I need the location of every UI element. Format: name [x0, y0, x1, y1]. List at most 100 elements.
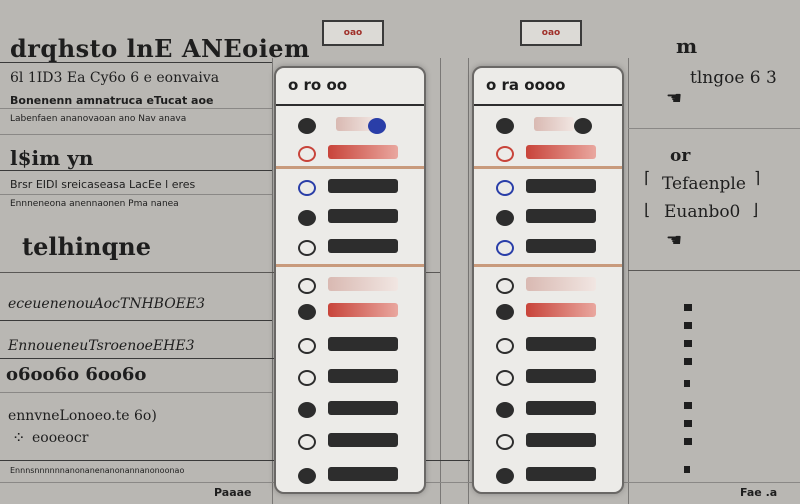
rack-row[interactable]	[474, 362, 622, 390]
bracket-icon: ⌋	[752, 200, 759, 219]
tick-mark	[684, 322, 692, 329]
slider-bar	[336, 117, 376, 131]
text-line: Bonenenn amnatruca eTucat aoe	[10, 94, 214, 107]
knob-icon	[496, 304, 514, 320]
guide-line	[628, 58, 629, 504]
slider-bar	[328, 467, 398, 481]
rack-row[interactable]	[474, 138, 622, 166]
rack-row[interactable]	[474, 232, 622, 260]
divider	[0, 392, 272, 393]
connector-line	[0, 272, 440, 273]
divider	[628, 128, 800, 129]
text-line: 6l 1ID3 Ea Cy6o 6 e eonvaiva	[10, 70, 220, 86]
hand-icon: ☚	[666, 88, 683, 109]
guide-line	[468, 58, 469, 504]
rack-row[interactable]	[276, 394, 424, 422]
knob-icon	[298, 370, 316, 386]
knob-icon	[496, 210, 514, 226]
rack-row[interactable]	[276, 270, 424, 298]
row-divider	[474, 264, 622, 267]
diagram-title: drqhsto lnE ANEoiem	[10, 34, 310, 63]
callout-label: Euanbo0	[664, 202, 741, 222]
dot-icon	[368, 118, 386, 134]
divider	[0, 62, 272, 63]
rack-row[interactable]	[474, 426, 622, 454]
tick-mark	[684, 420, 692, 427]
tick-mark	[684, 380, 690, 387]
rack-row[interactable]	[474, 296, 622, 324]
rack-panel-left: o ro oo	[274, 66, 426, 494]
text-line: eooeocr	[32, 430, 89, 446]
rack-row[interactable]	[276, 330, 424, 358]
rack-row[interactable]	[276, 202, 424, 230]
row-divider	[276, 166, 424, 169]
slider-bar	[526, 179, 596, 193]
bracket-icon: ⌈	[644, 168, 651, 187]
rack-row[interactable]	[474, 110, 622, 138]
rack-row[interactable]	[474, 172, 622, 200]
knob-icon	[496, 402, 514, 418]
slider-bar	[328, 145, 398, 159]
divider	[0, 194, 272, 195]
rack-row[interactable]	[276, 460, 424, 488]
rack-row[interactable]	[276, 426, 424, 454]
slider-bar	[328, 209, 398, 223]
panel-heading: o ro oo	[288, 76, 348, 94]
slider-bar	[328, 401, 398, 415]
tick-mark	[684, 358, 692, 365]
rack-row[interactable]	[474, 460, 622, 488]
text-line: Brsr EIDI sreicaseasa LacEe l eres	[10, 178, 196, 191]
hand-icon: ☚	[666, 230, 683, 251]
slider-bar	[328, 337, 398, 351]
guide-line	[440, 58, 441, 504]
knob-icon	[298, 468, 316, 484]
row-divider	[276, 104, 424, 106]
rack-row[interactable]	[276, 110, 424, 138]
knob-icon	[496, 240, 514, 256]
slider-bar	[526, 337, 596, 351]
tab-right[interactable]: oao	[520, 20, 582, 46]
slider-bar	[526, 369, 596, 383]
divider	[0, 134, 272, 135]
rack-row[interactable]	[276, 138, 424, 166]
rack-row[interactable]	[276, 296, 424, 324]
knob-icon	[298, 118, 316, 134]
tab-left[interactable]: oao	[322, 20, 384, 46]
dot-icon	[574, 118, 592, 134]
section-heading: l$im yn	[10, 146, 94, 170]
knob-icon	[298, 338, 316, 354]
text-line: o6oo6o 6oo6o	[6, 364, 147, 385]
rack-row[interactable]	[276, 362, 424, 390]
rack-row[interactable]	[276, 232, 424, 260]
slider-bar	[526, 467, 596, 481]
rack-row[interactable]	[474, 394, 622, 422]
panel-heading: o ra oooo	[486, 76, 566, 94]
slider-bar	[534, 117, 574, 131]
section-title: telhinqne	[22, 232, 151, 261]
text-line: eceuenenouAocTNHBOEE3	[8, 296, 206, 312]
mark-label: m	[676, 34, 698, 58]
slider-bar	[328, 369, 398, 383]
knob-icon	[298, 278, 316, 294]
slider-bar	[328, 179, 398, 193]
callout-glyph: or	[670, 146, 691, 166]
connector-line	[0, 460, 470, 461]
knob-icon	[496, 468, 514, 484]
connector-line	[0, 358, 340, 359]
knob-icon	[496, 434, 514, 450]
knob-icon	[298, 180, 316, 196]
rack-row[interactable]	[276, 172, 424, 200]
knob-icon	[496, 118, 514, 134]
knob-icon	[298, 146, 316, 162]
guide-line	[272, 58, 273, 504]
tick-mark	[684, 340, 692, 347]
slider-bar	[526, 303, 596, 317]
rack-row[interactable]	[474, 270, 622, 298]
rack-row[interactable]	[474, 330, 622, 358]
rack-row[interactable]	[474, 202, 622, 230]
knob-icon	[298, 304, 316, 320]
divider	[0, 170, 272, 171]
dice-icon: ⁘	[12, 428, 26, 447]
divider	[0, 108, 272, 109]
knob-icon	[496, 180, 514, 196]
